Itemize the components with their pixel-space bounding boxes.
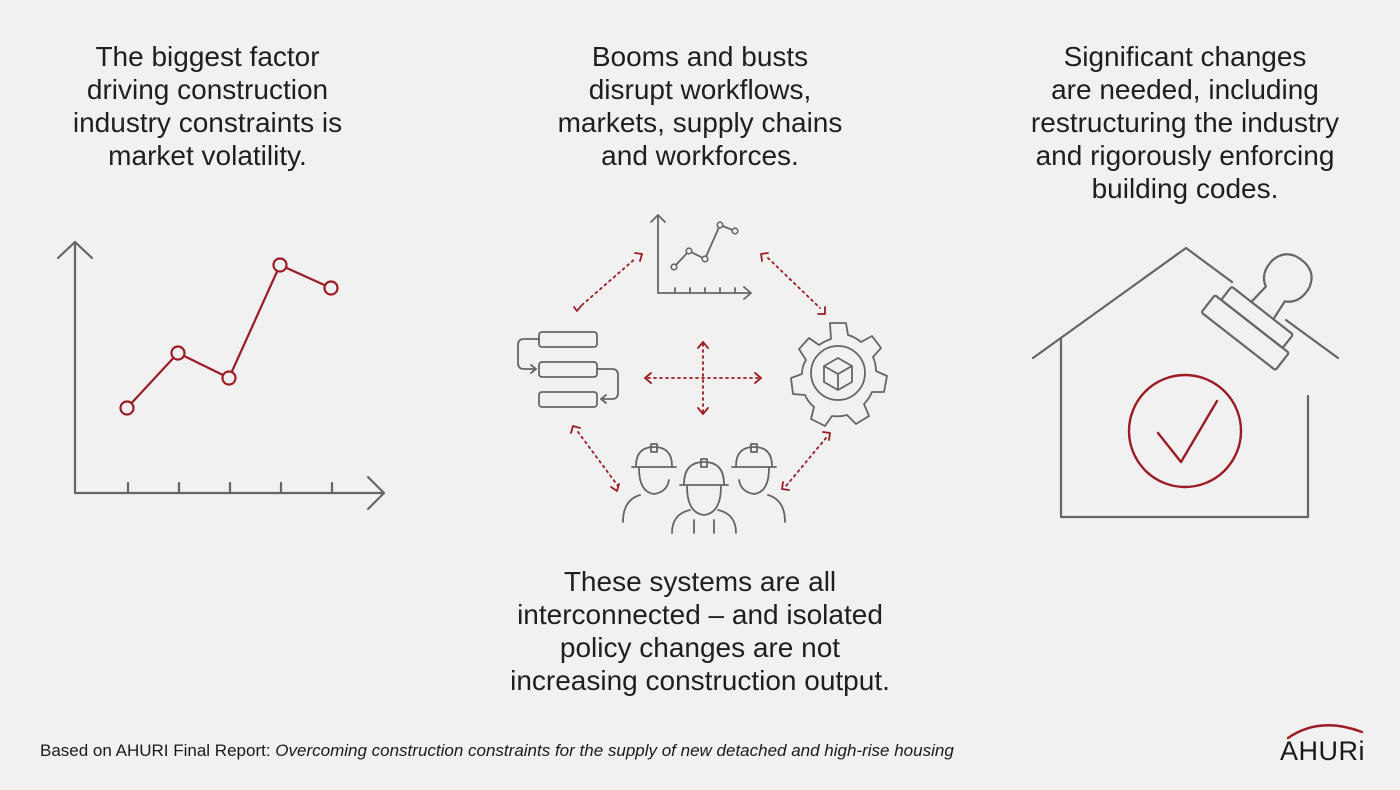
report-title: Overcoming construction constraints for … bbox=[275, 741, 954, 760]
changes-needed-caption: Significant changes are needed, includin… bbox=[1030, 41, 1340, 204]
interconnected-caption: These systems are all interconnected – a… bbox=[510, 566, 890, 696]
ahuri-logo-arc bbox=[1286, 724, 1364, 740]
source-footer: Based on AHURI Final Report: Overcoming … bbox=[40, 741, 954, 761]
ahuri-logo: AHURi bbox=[1280, 736, 1366, 766]
volatility-caption: The biggest factor driving construction … bbox=[72, 41, 343, 171]
footer-prefix: Based on AHURI Final Report: bbox=[40, 741, 276, 760]
booms-busts-caption: Booms and busts disrupt workflows, marke… bbox=[557, 41, 843, 171]
